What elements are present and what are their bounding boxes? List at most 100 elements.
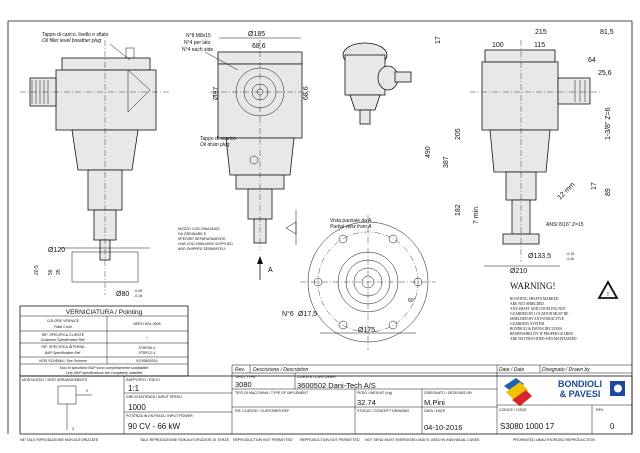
svg-text:Oil drain plug: Oil drain plug bbox=[200, 142, 230, 148]
svg-text:TIPO DI MACCHINA / TYPE OF IMP: TIPO DI MACCHINA / TYPE OF IMPLEMENT bbox=[235, 391, 309, 395]
svg-text:Tappo di carico, livello e sfi: Tappo di carico, livello e sfiato bbox=[42, 32, 109, 38]
svg-text:A: A bbox=[268, 267, 273, 274]
svg-text:ROTATING SHAFTS MARKED: ROTATING SHAFTS MARKED bbox=[510, 297, 559, 301]
footer-notes: NE' TALE RIPRODUZIONE NON AUTORIZZATE TA… bbox=[20, 438, 595, 442]
svg-text:AND SHIPPED SEPARATELY: AND SHIPPED SEPARATELY bbox=[177, 247, 227, 251]
svg-text:PESO / WEIGHT (Kg): PESO / WEIGHT (Kg) bbox=[357, 391, 392, 395]
title-block: MONTAGGIO / SEAT ARRANGEMENTS XZ RAPPORT… bbox=[19, 364, 633, 435]
bondioli-pavesi-logo: BONDIOLI & PAVESI bbox=[504, 378, 625, 406]
svg-text:X: X bbox=[86, 389, 89, 393]
svg-text:490: 490 bbox=[425, 146, 432, 158]
svg-text:RESPONSIBILITY IF PROPER GUARD: RESPONSIBILITY IF PROPER GUARDS bbox=[510, 332, 573, 336]
svg-text:ANY SHAFT AND COUPLING NOT: ANY SHAFT AND COUPLING NOT bbox=[510, 307, 567, 311]
svg-text:Partial view from A: Partial view from A bbox=[330, 224, 372, 230]
svg-text:ANSI 8/16" Z=15: ANSI 8/16" Z=15 bbox=[546, 222, 584, 228]
svg-text:HUB COD.296A14000 SUPPLIED: HUB COD.296A14000 SUPPLIED bbox=[178, 242, 233, 246]
svg-text:STUDIO / CONCEPT DRAWING: STUDIO / CONCEPT DRAWING bbox=[357, 409, 410, 413]
svg-text:Tappo di scarico: Tappo di scarico bbox=[200, 136, 236, 142]
svg-text:3600502 Dani-Tech A/S: 3600502 Dani-Tech A/S bbox=[297, 381, 376, 390]
warning-triangle-icon bbox=[597, 280, 619, 299]
svg-text:DISEGNATO / DESIGNED BY: DISEGNATO / DESIGNED BY bbox=[424, 391, 473, 395]
svg-text:POTENZA IN ENTRATA / INPUT POW: POTENZA IN ENTRATA / INPUT POWER bbox=[126, 414, 193, 418]
svg-text:Ø175: Ø175 bbox=[358, 327, 375, 334]
svg-text:Customer Specification Ref.: Customer Specification Ref. bbox=[41, 338, 86, 342]
svg-text:MONTAGGIO / SEAT ARRANGEMENTS: MONTAGGIO / SEAT ARRANGEMENTS bbox=[22, 378, 88, 382]
svg-text:M.Pini: M.Pini bbox=[424, 398, 445, 407]
svg-text:NE' TALE RIPRODUZIONE NON AUTO: NE' TALE RIPRODUZIONE NON AUTORIZZATE bbox=[20, 438, 99, 442]
svg-text:RIF. CLIENTE / CUSTOMER REF.: RIF. CLIENTE / CUSTOMER REF. bbox=[235, 409, 290, 413]
svg-text:1000: 1000 bbox=[128, 403, 146, 412]
svg-text:N°8 M8x15: N°8 M8x15 bbox=[186, 33, 211, 39]
svg-text:DATA / DATE: DATA / DATE bbox=[424, 409, 446, 413]
svg-text:Ø97: Ø97 bbox=[213, 87, 220, 100]
svg-text:GUARDING SYSTEM.: GUARDING SYSTEM. bbox=[510, 322, 545, 326]
svg-text:GUARDED BY LOCATION MUST BE: GUARDED BY LOCATION MUST BE bbox=[510, 312, 569, 316]
svg-text:MOZZO COD.296A14000: MOZZO COD.296A14000 bbox=[178, 227, 219, 231]
svg-text:12 mm: 12 mm bbox=[556, 181, 576, 201]
svg-text:17: 17 bbox=[591, 182, 598, 190]
svg-text:RAPPORTO / RATIO: RAPPORTO / RATIO bbox=[126, 378, 160, 382]
warning-box: WARNING! ! ROTATING SHAFTS MARKED ARE NO… bbox=[510, 280, 619, 341]
svg-text:REPRODUCTION NOT PERMITTED: REPRODUCTION NOT PERMITTED bbox=[300, 438, 360, 442]
svg-text:GIRI IN ENTRATA / INPUT SPEED: GIRI IN ENTRATA / INPUT SPEED bbox=[126, 395, 182, 399]
svg-text:04-10-2016: 04-10-2016 bbox=[424, 423, 462, 432]
svg-text:NY3080000A: NY3080000A bbox=[136, 359, 158, 363]
svg-text:-0,40: -0,40 bbox=[566, 257, 574, 261]
svg-text:182: 182 bbox=[455, 204, 462, 216]
svg-text:& PAVESI: & PAVESI bbox=[560, 389, 601, 399]
svg-text:B&P Specification Ref.: B&P Specification Ref. bbox=[45, 351, 81, 355]
svg-text:CODICE / CODE: CODICE / CODE bbox=[499, 408, 527, 412]
svg-text:7 min.: 7 min. bbox=[473, 205, 480, 224]
svg-text:215: 215 bbox=[535, 29, 547, 36]
svg-text:89: 89 bbox=[605, 188, 612, 196]
svg-text:Solo le specifiche B&P sono co: Solo le specifiche B&P sono completament… bbox=[60, 366, 149, 370]
right-view: 215 81,5 100 115 64 25,6 17 490 387 205 … bbox=[425, 29, 614, 275]
isometric-view bbox=[342, 42, 412, 125]
svg-text:Data / Date: Data / Date bbox=[499, 367, 525, 373]
svg-text:0: 0 bbox=[610, 422, 615, 431]
svg-text:Disegnato / Drawn by: Disegnato / Drawn by bbox=[542, 367, 590, 373]
svg-text:REV.: REV. bbox=[596, 408, 604, 412]
svg-text:ARE NOT SHIELDED.: ARE NOT SHIELDED. bbox=[510, 302, 545, 306]
svg-text:PROHIBITED UNAUTHORIZED REPROD: PROHIBITED UNAUTHORIZED REPRODUCTION bbox=[513, 438, 595, 442]
svg-text:TIPO / TYPE: TIPO / TYPE bbox=[235, 375, 256, 379]
svg-text:Paint Color: Paint Color bbox=[54, 325, 73, 329]
svg-text:-0,15: -0,15 bbox=[566, 252, 574, 256]
svg-text:81,5: 81,5 bbox=[600, 29, 614, 36]
svg-text:Ø17,5: Ø17,5 bbox=[298, 311, 317, 318]
svg-text:Vista parziale da A: Vista parziale da A bbox=[330, 218, 372, 224]
svg-text:Rev.: Rev. bbox=[235, 367, 245, 373]
side-view: Tappo di carico, livello e sfiato Oil fi… bbox=[20, 32, 170, 298]
svg-text:STBP06-V: STBP06-V bbox=[139, 346, 157, 350]
svg-text:68,6: 68,6 bbox=[303, 86, 310, 100]
svg-text:1:1: 1:1 bbox=[128, 384, 140, 393]
svg-text:VERNICIATURA / Pointing: VERNICIATURA / Pointing bbox=[66, 309, 143, 316]
svg-text:Ø185: Ø185 bbox=[248, 31, 265, 38]
svg-text:90 CV - 66 kW: 90 CV - 66 kW bbox=[128, 422, 180, 431]
partial-view-a: Vista parziale da A Partial view from A … bbox=[282, 215, 436, 350]
svg-text:RIF. SPECIFICA INTERNA: RIF. SPECIFICA INTERNA bbox=[42, 345, 86, 349]
svg-text:387: 387 bbox=[443, 156, 450, 168]
svg-text:TALE RIPRODUZIONE NON AUTORIZZ: TALE RIPRODUZIONE NON AUTORIZZATE DI TER… bbox=[140, 438, 230, 442]
svg-text:Ø120: Ø120 bbox=[48, 247, 65, 254]
svg-text:Oil filler level breather plug: Oil filler level breather plug bbox=[42, 38, 101, 44]
svg-text:17: 17 bbox=[435, 36, 442, 44]
svg-text:Ø133,5: Ø133,5 bbox=[528, 253, 551, 260]
svg-text:BONDIOLI & PAVESI DECLINES: BONDIOLI & PAVESI DECLINES bbox=[510, 327, 562, 331]
svg-text:N°4 each side: N°4 each side bbox=[182, 47, 213, 53]
painting-table: VERNICIATURA / Pointing COLORE VERNICE P… bbox=[19, 305, 189, 377]
svg-text:56: 56 bbox=[48, 269, 54, 275]
svg-text:3080: 3080 bbox=[235, 380, 252, 389]
svg-text:205: 205 bbox=[455, 128, 462, 140]
svg-text:/: / bbox=[147, 336, 148, 340]
svg-text:!: ! bbox=[607, 292, 609, 298]
svg-text:100: 100 bbox=[492, 42, 504, 49]
front-view: Ø185 68,6 Ø97 68,6 N°8 M8x15 N°4 per lat… bbox=[177, 31, 310, 280]
svg-text:SPEDIRE SEPARATAMENTE: SPEDIRE SEPARATAMENTE bbox=[178, 237, 226, 241]
svg-text:S3080 1000 17: S3080 1000 17 bbox=[500, 422, 555, 431]
seat-arrangement-icon: XZ bbox=[57, 385, 92, 431]
svg-text:STBP12-V: STBP12-V bbox=[139, 351, 157, 355]
svg-text:Ø210: Ø210 bbox=[510, 268, 527, 275]
svg-text:NERO RAL 9005: NERO RAL 9005 bbox=[133, 322, 160, 326]
